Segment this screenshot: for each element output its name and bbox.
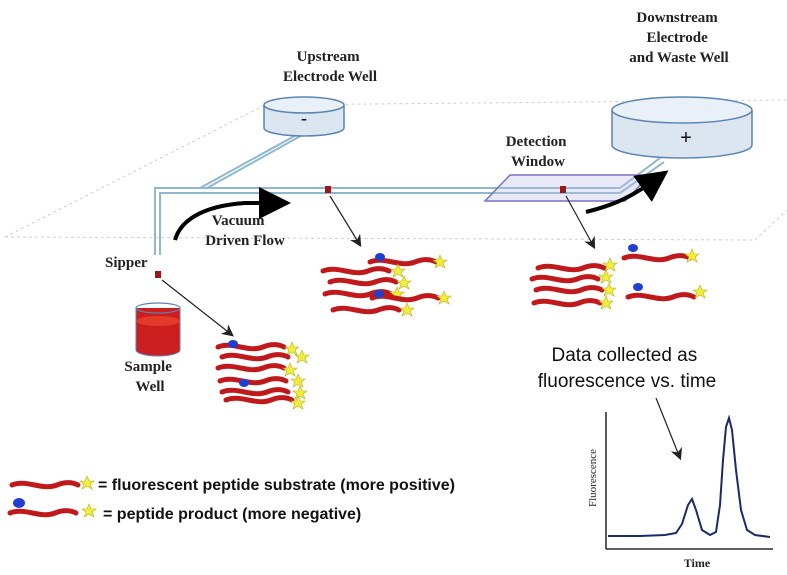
downstream-well-label: Downstream Electrode and Waste Well <box>629 10 728 66</box>
sipper-label: Sipper <box>105 255 148 271</box>
downstream-electrode-well: + <box>611 96 753 159</box>
detection-window <box>483 174 652 202</box>
upstream-well-label: Upstream Electrode Well <box>283 49 377 85</box>
pointer-arrow <box>161 279 234 337</box>
data-caption: Data collected as fluorescence vs. time <box>538 345 716 392</box>
peptide-cluster-detection <box>532 244 708 310</box>
fluorescence-trace-plot: Fluorescence Time <box>587 412 773 570</box>
fluorescence-trace <box>608 414 771 538</box>
minus-sign: - <box>301 108 307 128</box>
peptide-cluster-sample <box>218 340 310 410</box>
pointer-arrow <box>329 195 362 248</box>
vacuum-flow-label: Vacuum Driven Flow <box>205 213 285 249</box>
channel-marker <box>325 186 331 193</box>
vacuum-flow-arrow <box>173 187 291 241</box>
chip-outline <box>4 99 787 241</box>
sample-well-label: Sample Well <box>124 359 175 395</box>
legend: = fluorescent peptide substrate (more po… <box>10 475 455 523</box>
outflow-arrow <box>585 170 669 214</box>
peptide-cluster-channel <box>323 253 452 317</box>
sample-well <box>135 302 181 357</box>
plus-sign: + <box>680 127 692 149</box>
upstream-electrode-well: - <box>263 96 345 137</box>
legend-product-label: = peptide product (more negative) <box>103 506 361 523</box>
pointer-arrow <box>565 195 596 250</box>
detection-window-label: Detection Window <box>506 134 571 170</box>
channel-marker <box>560 186 566 193</box>
plot-ylabel: Fluorescence <box>587 449 599 507</box>
sipper-marker <box>155 271 161 278</box>
legend-substrate-label: = fluorescent peptide substrate (more po… <box>98 477 455 494</box>
caption-arrow <box>655 397 683 461</box>
plot-xlabel: Time <box>684 556 711 570</box>
